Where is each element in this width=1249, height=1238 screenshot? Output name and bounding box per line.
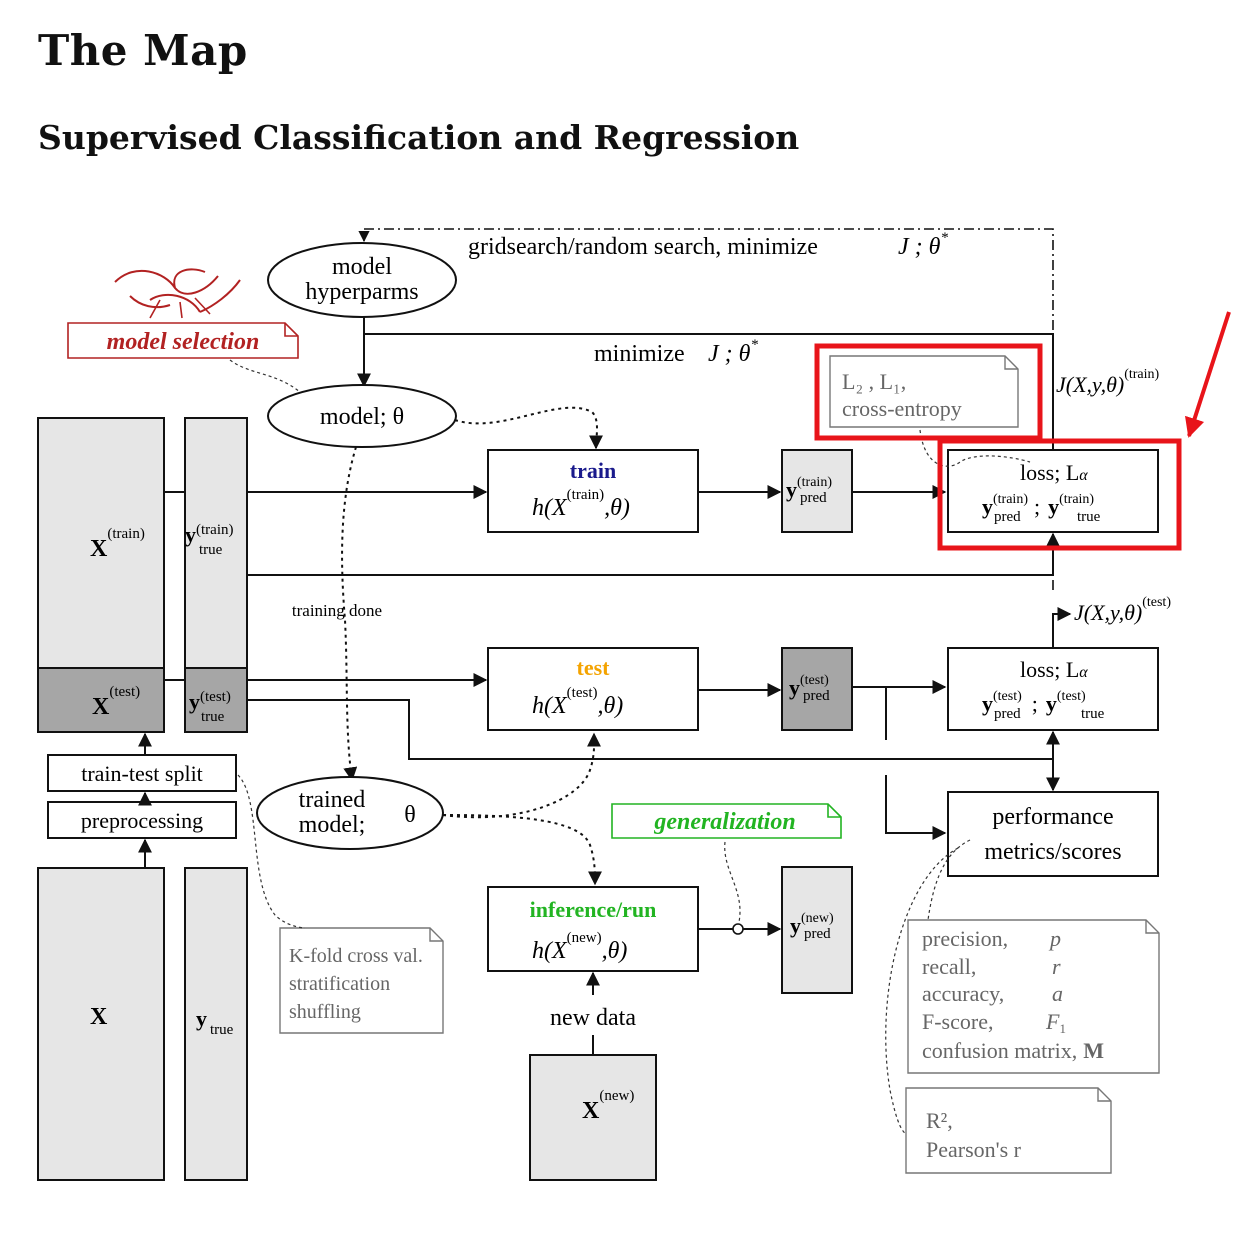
y-test-label: y(test) bbox=[189, 689, 231, 714]
metric-r2: R², bbox=[926, 1108, 953, 1133]
new-data-label: new data bbox=[550, 1005, 636, 1031]
y-test-block bbox=[184, 667, 248, 733]
x-new-label: X(new) bbox=[582, 1088, 634, 1124]
loss-test-terms: y(test);y(test) bbox=[982, 689, 1086, 716]
trained-model-line-2: model; bbox=[299, 812, 366, 838]
loss-train-box bbox=[947, 449, 1159, 533]
y-pred-train-label: y(train) bbox=[786, 475, 832, 502]
minimize-objective: J ; θ* bbox=[708, 337, 758, 367]
train-h: h(X(train),θ) bbox=[532, 487, 630, 521]
loss-train-terms: y(train);y(train) bbox=[982, 492, 1094, 519]
metric-confusion: confusion matrix,M bbox=[922, 1038, 1104, 1063]
preprocessing-box bbox=[47, 801, 237, 839]
hyperparms-line-2: hyperparms bbox=[305, 279, 418, 305]
y-pred-new-sub: pred bbox=[804, 926, 831, 942]
loss-note-line-2: cross-entropy bbox=[842, 396, 962, 421]
y-pred-test-block bbox=[781, 647, 853, 731]
j-test-label: J(X,y,θ)(test) bbox=[1074, 595, 1171, 625]
loss-train-pred-sub: pred bbox=[994, 509, 1021, 525]
highlight-loss-train bbox=[937, 438, 1182, 551]
y-pred-new-block bbox=[781, 866, 853, 994]
performance-line-2: metrics/scores bbox=[984, 839, 1121, 865]
metric-fscore: F-score,F1 bbox=[922, 1009, 1066, 1036]
y-pred-test-sub: pred bbox=[803, 688, 830, 704]
train-test-split-label: train-test split bbox=[81, 761, 203, 786]
loss-test-label: loss; Lα bbox=[1020, 657, 1088, 682]
highlight-arrow bbox=[1185, 311, 1231, 438]
j-train-label: J(X,y,θ)(train) bbox=[1056, 367, 1160, 397]
classification-metrics-note bbox=[907, 919, 1160, 1074]
kfold-line-1: K-fold cross val. bbox=[289, 945, 423, 967]
test-box bbox=[487, 647, 699, 731]
x-test-block bbox=[37, 667, 165, 733]
generalization-label: generalization bbox=[653, 809, 795, 835]
y-raw-block bbox=[184, 867, 248, 1181]
model-selection-label: model selection bbox=[107, 329, 260, 355]
model-node bbox=[267, 384, 457, 448]
loss-function-note bbox=[829, 355, 1019, 428]
generalization-junction bbox=[732, 923, 744, 935]
train-box bbox=[487, 449, 699, 533]
test-label: test bbox=[577, 655, 611, 680]
kfold-note bbox=[279, 927, 444, 1034]
x-raw-label: X bbox=[90, 1004, 108, 1030]
loss-test-box bbox=[947, 647, 1159, 731]
trained-model-node bbox=[256, 776, 444, 850]
trained-model-line-1: trained bbox=[299, 787, 366, 813]
hyperparms-line-1: model bbox=[332, 254, 392, 280]
y-raw-label: y bbox=[196, 1006, 207, 1031]
trained-model-theta: θ bbox=[404, 802, 416, 828]
y-train-sub: true bbox=[199, 542, 223, 558]
kfold-line-3: shuffling bbox=[289, 1001, 361, 1023]
model-selection-note bbox=[67, 322, 299, 359]
loss-train-true-sub: true bbox=[1077, 509, 1101, 525]
metric-precision: precision,p bbox=[922, 926, 1061, 951]
x-test-label: X(test) bbox=[92, 684, 140, 720]
inference-h: h(X(new),θ) bbox=[532, 930, 627, 964]
train-label: train bbox=[570, 458, 616, 483]
loss-test-pred-sub: pred bbox=[994, 706, 1021, 722]
gridsearch-label: gridsearch/random search, minimize bbox=[468, 234, 818, 260]
training-done-label: training done bbox=[292, 601, 382, 620]
gridsearch-objective: J ; θ* bbox=[898, 230, 948, 260]
train-test-split-box bbox=[47, 754, 237, 792]
inference-box bbox=[487, 886, 699, 972]
x-raw-block bbox=[37, 867, 165, 1181]
inference-label: inference/run bbox=[530, 897, 657, 922]
y-train-label: y(train) bbox=[185, 522, 233, 547]
minimize-label: minimize bbox=[594, 341, 685, 367]
page-title: The Map bbox=[38, 26, 248, 75]
model-node-label: model; θ bbox=[320, 404, 404, 430]
y-pred-train-sub: pred bbox=[800, 490, 827, 506]
kfold-line-2: stratification bbox=[289, 973, 390, 995]
y-raw-sub: true bbox=[210, 1022, 234, 1038]
metric-accuracy: accuracy,a bbox=[922, 981, 1063, 1006]
dragon-logo bbox=[114, 268, 241, 319]
page-subtitle: Supervised Classification and Regression bbox=[38, 118, 800, 157]
loss-test-true-sub: true bbox=[1081, 706, 1105, 722]
x-new-block bbox=[529, 1054, 657, 1181]
y-train-block bbox=[184, 417, 248, 669]
y-pred-test-label: y(test) bbox=[789, 673, 829, 700]
loss-note-line-1: L₂ , L₁, bbox=[842, 369, 906, 394]
preprocessing-label: preprocessing bbox=[81, 808, 203, 833]
generalization-note bbox=[611, 803, 842, 839]
metric-recall: recall,r bbox=[922, 954, 1061, 979]
hyperparms-node bbox=[267, 242, 457, 318]
metric-pearson: Pearson's r bbox=[926, 1137, 1022, 1162]
performance-box bbox=[947, 791, 1159, 877]
performance-line-1: performance bbox=[992, 804, 1113, 830]
y-pred-new-label: y(new) bbox=[790, 911, 834, 938]
regression-metrics-note bbox=[905, 1087, 1112, 1174]
highlight-loss-note bbox=[814, 343, 1043, 441]
y-test-sub: true bbox=[201, 709, 225, 725]
test-h: h(X(test),θ) bbox=[532, 685, 623, 719]
x-train-label: X(train) bbox=[90, 526, 145, 562]
loss-train-label: loss; Lα bbox=[1020, 460, 1088, 485]
